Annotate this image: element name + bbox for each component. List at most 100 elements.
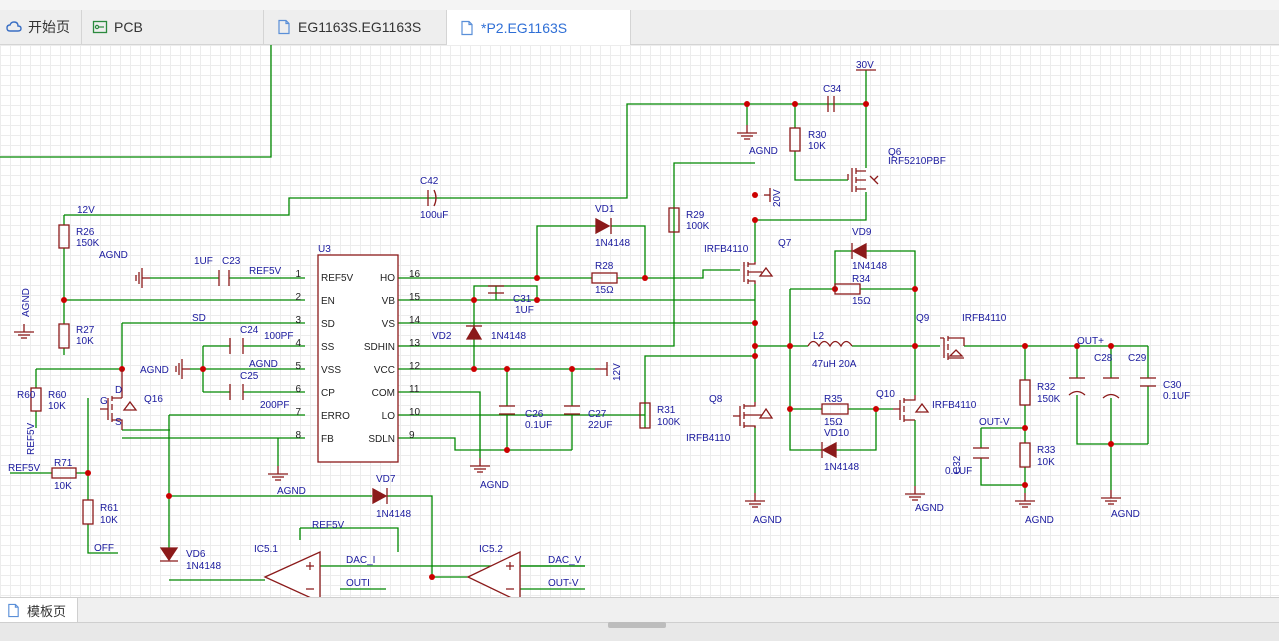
r33-ref: R33: [1037, 445, 1056, 456]
net-dacv: DAC_V: [548, 555, 582, 566]
vd6-ref: VD6: [186, 549, 206, 560]
ic-pin-number: 4: [295, 338, 301, 349]
r60-ref-label: R60: [48, 390, 67, 401]
op-amps: [263, 550, 521, 597]
q16-gate: G: [100, 396, 108, 407]
tab-start-page[interactable]: 开始页: [0, 10, 82, 44]
ic-pin-number: 7: [295, 407, 301, 418]
sheet-tab-bar: 模板页: [0, 597, 1279, 623]
r35-value: 15Ω: [824, 417, 843, 428]
vd6-value: 1N4148: [186, 561, 221, 572]
c29-ref: C29: [1128, 353, 1147, 364]
r32-ref: R32: [1037, 382, 1056, 393]
tab-label: *P2.EG1163S: [481, 19, 568, 36]
q8-ref: Q8: [709, 394, 723, 405]
agnd-label-2: AGND: [99, 250, 128, 261]
c32-value: 0.1UF: [945, 466, 972, 477]
ic-pin-name: VSS: [321, 365, 341, 376]
net-dacj: DAC_I: [346, 555, 375, 566]
document-icon: [461, 20, 473, 35]
r30-value: 10K: [808, 141, 826, 152]
vd7-value: 1N4148: [376, 509, 411, 520]
net-30v: 30V: [856, 60, 874, 71]
tab-pcb[interactable]: PCB: [82, 10, 264, 44]
vd9-value: 1N4148: [852, 261, 887, 272]
l2-value: 47uH 20A: [812, 359, 857, 370]
q8-value: IRFB4110: [686, 433, 731, 444]
ic-pin-number: 5: [295, 361, 301, 372]
ic-pin-name: SD: [321, 319, 335, 330]
q7-ref: Q7: [778, 238, 792, 249]
q10-ref: Q10: [876, 389, 895, 400]
r61-value: 10K: [100, 515, 118, 526]
ic-pin-name: ERRO: [321, 411, 350, 422]
ic-pin-number: 8: [295, 430, 301, 441]
ic-pin-number: 1: [295, 269, 301, 280]
c24-value: 100PF: [264, 331, 293, 342]
agnd-label-10: AGND: [480, 480, 509, 491]
op-amp-signs: [306, 562, 514, 590]
ic-pin-number: 10: [409, 407, 421, 418]
r29-value: 100K: [686, 221, 710, 232]
document-tab-bar: 开始页 PCB EG1163S.EG1163S *P2.EG1163S: [0, 10, 1279, 45]
c26-ref: C26: [525, 409, 544, 420]
c34-ref: C34: [823, 84, 842, 95]
r31-value: 100K: [657, 417, 681, 428]
c24-ref: C24: [240, 325, 259, 336]
ic-pin-number: 16: [409, 269, 421, 280]
sheet-tab-template[interactable]: 模板页: [0, 598, 78, 623]
labels: 30V C34 R30 10K Q6 IRF5210PBF AGND C42 1…: [8, 60, 1190, 589]
c25-value: 200PF: [260, 400, 289, 411]
r26-value: 150K: [76, 238, 100, 249]
ic-pin-number: 12: [409, 361, 421, 372]
tab-p2-eg1163s[interactable]: *P2.EG1163S: [447, 10, 631, 45]
net-20v: 20V: [772, 189, 783, 207]
ic-pin-number: 2: [295, 292, 301, 303]
agnd-label-3: AGND: [249, 359, 278, 370]
c25-ref: C25: [240, 371, 259, 382]
r60-ref: R60: [17, 390, 36, 401]
r26-ref: R26: [76, 227, 95, 238]
ic-pin-name: SDHIN: [364, 342, 395, 353]
r60-value: 10K: [48, 401, 66, 412]
l2-ref: L2: [813, 331, 825, 342]
r61-ref: R61: [100, 503, 119, 514]
tab-eg1163s-symbol[interactable]: EG1163S.EG1163S: [264, 10, 447, 44]
ic-pin-number: 15: [409, 292, 421, 303]
c27-ref: C27: [588, 409, 607, 420]
power-flags: [595, 69, 876, 376]
ic-pin-name: REF5V: [321, 273, 354, 284]
document-icon: [278, 19, 290, 35]
ic-u3[interactable]: U3: [317, 244, 399, 463]
ic-pin-number: 6: [295, 384, 301, 395]
agnd-label-7: AGND: [915, 503, 944, 514]
ic-pin-name: VCC: [374, 365, 395, 376]
component-bodies: [30, 96, 1156, 525]
pcb-icon: [92, 20, 108, 34]
c28-ref: C28: [1094, 353, 1113, 364]
ic-u3-ref: U3: [318, 244, 331, 255]
tab-label: 开始页: [28, 19, 70, 35]
panel-splitter-handle[interactable]: [608, 622, 666, 628]
q16-source: S: [115, 417, 122, 428]
vd7-ref: VD7: [376, 474, 396, 485]
net-outv: OUT-V: [979, 417, 1010, 428]
ic-pin-name: HO: [380, 273, 395, 284]
r29-ref: R29: [686, 210, 705, 221]
q9-value: IRFB4110: [962, 313, 1007, 324]
agnd-label-1: AGND: [749, 146, 778, 157]
agnd-label-9: AGND: [1111, 509, 1140, 520]
r27-ref: R27: [76, 325, 95, 336]
agnd-label-5: AGND: [277, 486, 306, 497]
agnd-label-6: AGND: [753, 515, 782, 526]
q16-ref: Q16: [144, 394, 163, 405]
net-outvb: OUT-V: [548, 578, 579, 589]
net-ref5v-b: REF5V: [8, 463, 41, 474]
vd1-value: 1N4148: [595, 238, 630, 249]
vd9-ref: VD9: [852, 227, 872, 238]
c30-ref: C30: [1163, 380, 1182, 391]
q9-ref: Q9: [916, 313, 930, 324]
